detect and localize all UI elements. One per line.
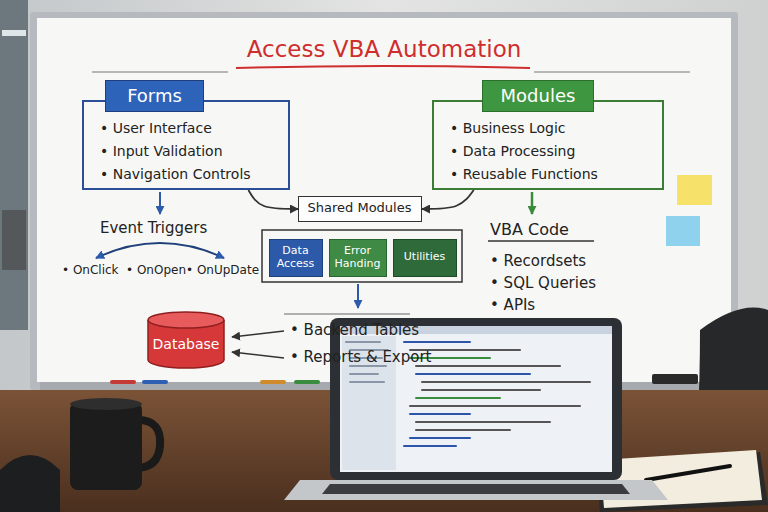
event-name: • OnUpDate <box>186 263 259 277</box>
board-surface <box>37 18 731 382</box>
code-underline <box>488 240 594 242</box>
code-line <box>410 405 580 407</box>
chair-back <box>0 455 60 512</box>
office-shelf <box>2 210 26 270</box>
section-header: Forms <box>105 80 204 112</box>
bullet-item: • Input Validation <box>100 143 286 159</box>
down-arrow <box>357 284 359 308</box>
box-label: Data Access <box>270 240 321 275</box>
bullet-item: • Reusable Functions <box>450 166 660 182</box>
marker <box>110 380 136 384</box>
eraser <box>652 374 698 384</box>
section-header: Modules <box>482 80 594 112</box>
board-frame <box>30 12 738 390</box>
forms-box: Forms• User Interface• Input Validation•… <box>82 100 290 190</box>
bullet-item: • Business Logic <box>450 120 660 136</box>
mug-rim <box>70 398 142 410</box>
module-box: Utilities <box>393 239 457 277</box>
code-line <box>422 389 540 391</box>
laptop-base <box>284 480 668 500</box>
shared-modules-box: Shared ModulesData AccessError HandingUt… <box>298 196 422 222</box>
window <box>0 0 28 330</box>
rule-line <box>92 72 228 73</box>
box-label: Shared Modules <box>299 197 420 220</box>
bullet-item: • Navigation Controls <box>100 166 286 182</box>
code-editor <box>340 326 612 472</box>
sticky-note <box>666 216 700 246</box>
marker <box>260 380 286 384</box>
event-name: • OnOpen <box>126 263 186 277</box>
code-arrow <box>531 192 534 214</box>
marker <box>294 380 320 384</box>
ceiling-light <box>2 30 26 36</box>
database-cylinder: Database <box>146 310 226 370</box>
title-underline <box>236 66 530 68</box>
flow-arrow <box>422 190 474 209</box>
code-line <box>416 397 500 399</box>
marker <box>142 380 168 384</box>
bullet-item: • User Interface <box>100 120 286 136</box>
modules-box: Modules• Business Logic• Data Processing… <box>432 100 664 190</box>
box-label: Database <box>146 330 226 358</box>
code-line <box>410 437 470 439</box>
event-name: • OnClick <box>62 263 119 277</box>
code-line <box>416 429 510 431</box>
shared-frame <box>262 230 462 282</box>
code-line <box>410 413 470 415</box>
box-label: Error Handing <box>330 240 385 275</box>
rule-line <box>284 314 410 315</box>
bullet-item: • Reports & Export <box>290 348 432 366</box>
group-label: Event Triggers <box>100 219 207 237</box>
code-line <box>404 341 470 343</box>
table-arrow <box>232 331 284 337</box>
sticky-note <box>677 175 712 205</box>
code-line <box>422 381 590 383</box>
keyboard <box>322 484 630 494</box>
report-arrow <box>232 352 284 358</box>
tree-line <box>350 373 378 375</box>
box-label: Utilities <box>394 240 455 275</box>
bullet-item: • Data Processing <box>450 143 660 159</box>
bullet-item: • Backend Tables <box>290 321 419 339</box>
group-label: VBA Code <box>490 220 569 239</box>
coffee-mug <box>70 402 142 490</box>
trigger-arc <box>96 243 224 258</box>
board-title: Access VBA Automation <box>0 36 768 62</box>
trigger-arrow <box>159 192 161 214</box>
code-line <box>416 373 530 375</box>
pen <box>646 466 730 480</box>
laptop-screen <box>330 318 622 480</box>
bullet-item: • Recordsets <box>490 252 586 270</box>
bullet-item: • APIs <box>490 296 535 314</box>
code-line <box>416 421 550 423</box>
flow-arrow <box>248 190 298 209</box>
bullet-item: • SQL Queries <box>490 274 596 292</box>
code-line <box>416 365 560 367</box>
tree-line <box>346 341 380 343</box>
module-box: Error Handing <box>329 239 387 277</box>
code-line <box>404 445 456 447</box>
tree-line <box>350 381 384 383</box>
module-box: Data Access <box>269 239 323 277</box>
cylinder-top <box>148 312 224 328</box>
rule-line <box>534 72 690 73</box>
